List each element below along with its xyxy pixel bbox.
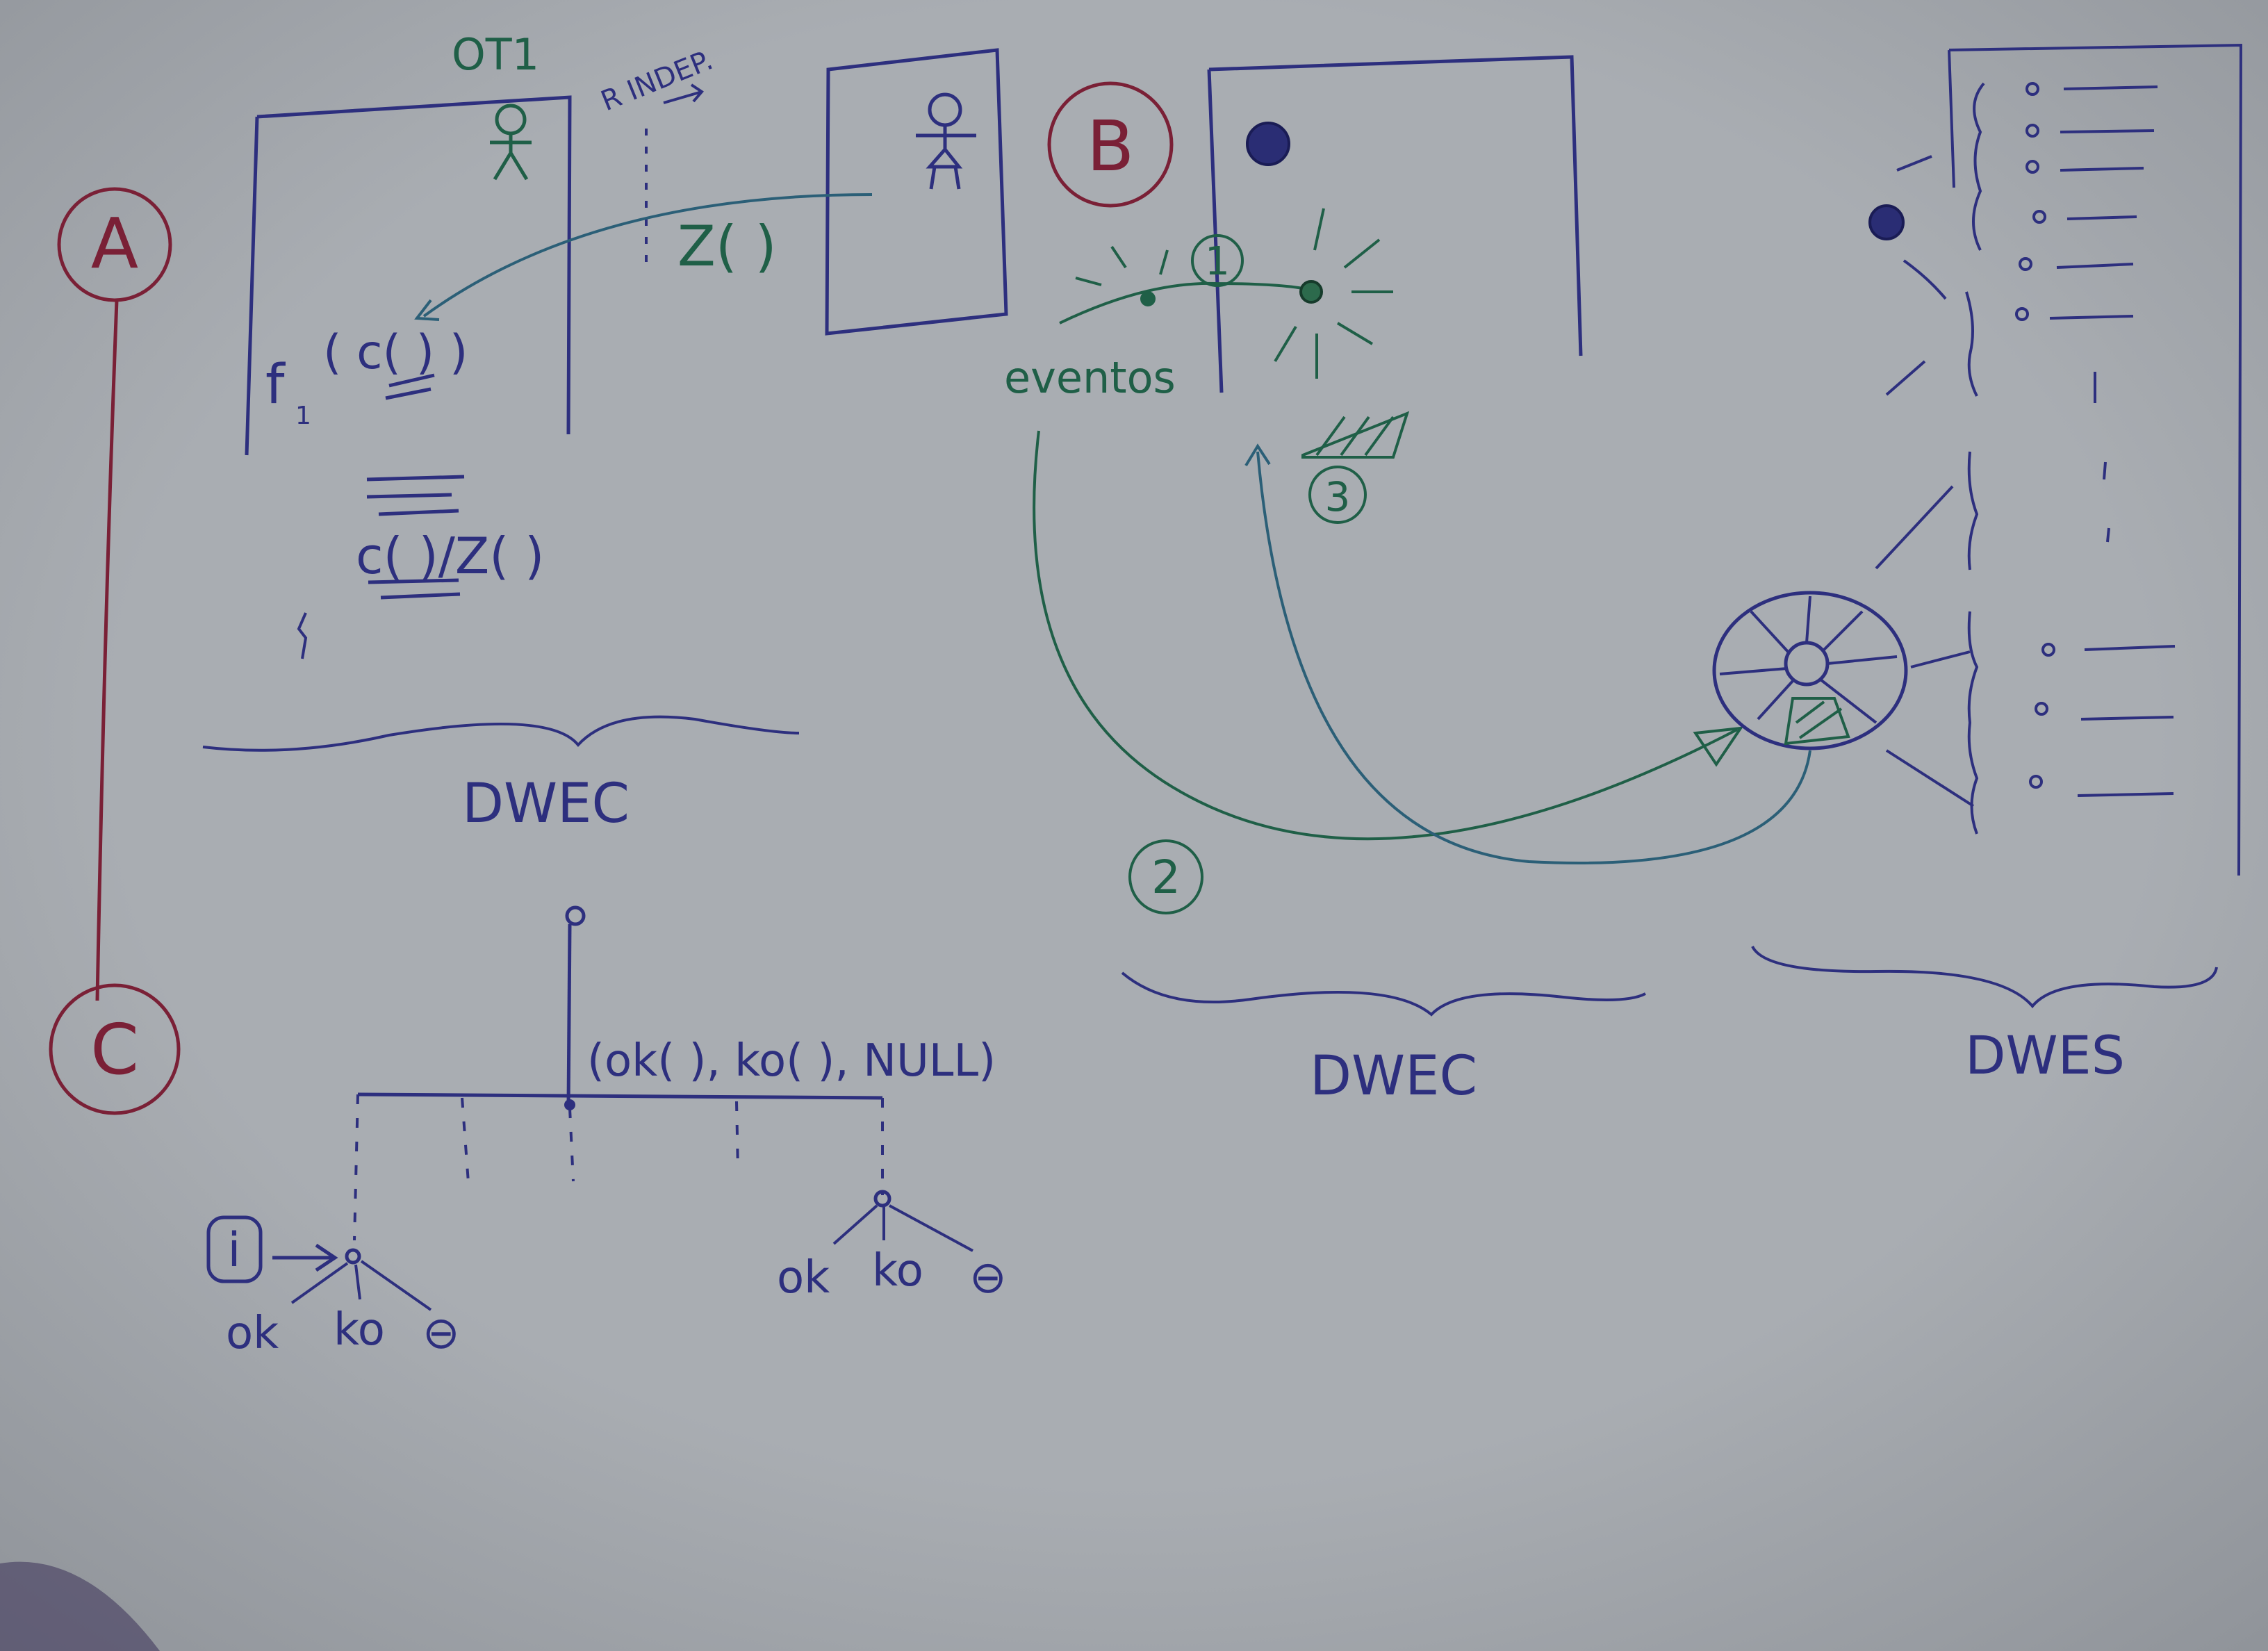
left-box: [245, 95, 572, 456]
brace-dwec-b-label: DWEC: [1310, 1045, 1477, 1108]
brace-dwes-label: DWES: [1965, 1024, 2125, 1086]
z-call-label: Z( ): [677, 214, 777, 279]
section-b: B 1 eventos 3 2: [1004, 43, 2243, 1108]
section-c: C (ok( ), ko( ), NULL) i ok ko ⊖ ok ko ⊖: [49, 905, 1007, 1359]
brace-dwec-b: [1121, 971, 1646, 1017]
step1-circle: [1191, 234, 1244, 287]
right-leaf-branches: [832, 1204, 973, 1252]
ot-label: OT1: [452, 29, 539, 80]
dwec-box: [1207, 55, 1583, 393]
shadow-corner: [0, 1561, 160, 1651]
step-i-label: i: [228, 1223, 241, 1278]
queue-list: [1875, 43, 2243, 876]
step2-circle: [1128, 839, 1203, 914]
right-ok-label: ok: [777, 1252, 830, 1304]
c-call-label: ( c( ) ): [323, 325, 468, 380]
step3-circle: [1308, 466, 1367, 524]
branch-center-node: [564, 1099, 575, 1110]
hatch-lines: [1315, 416, 1395, 457]
a-to-c-line: [95, 299, 119, 1001]
teal-arc-arrow: [1256, 451, 1811, 864]
brace-dwec-a-label: DWEC: [462, 773, 630, 835]
green-arrowhead: [1693, 726, 1744, 767]
brace-dwes: [1751, 946, 2218, 1009]
left-leaf-branches: [290, 1260, 432, 1311]
left-ko-label: ko: [334, 1304, 385, 1356]
event-burst-icon: [1075, 208, 1393, 379]
step-i-box: [206, 1215, 263, 1283]
brace-dwec-a: [202, 715, 800, 752]
cz-overline: [366, 475, 465, 516]
left-null-label: ⊖: [422, 1308, 460, 1359]
call-arrowhead: [414, 299, 440, 321]
teal-arrowhead: [1244, 443, 1271, 467]
tuple-label: (ok( ), ko( ), NULL): [587, 1035, 996, 1087]
right-ko-label: ko: [872, 1245, 923, 1297]
branch-bar: [357, 1092, 883, 1100]
hatch-box: [1301, 411, 1410, 459]
section-a-circle: [57, 187, 172, 302]
event-loop-wheel-icon: [1712, 591, 1908, 750]
f-subscript-label: 1: [295, 402, 311, 430]
section-a-label: A: [91, 203, 138, 284]
person-left-icon: [490, 104, 532, 181]
queue-node-icon: [1868, 204, 1905, 240]
c-call-underline: [385, 373, 435, 400]
indep-arrow: [663, 83, 704, 104]
call-arrow: [422, 193, 873, 318]
step1-label: 1: [1205, 239, 1230, 284]
right-null-label: ⊖: [969, 1252, 1007, 1304]
node-dark-icon: [1246, 122, 1290, 166]
section-b-circle: [1047, 81, 1174, 208]
eventos-label: eventos: [1004, 352, 1176, 403]
section-a: A OT1 R INDEP. Z( ) f 1 ( c( ) ) c( )/Z(…: [57, 29, 1008, 1001]
event-point-icon: [1140, 291, 1156, 306]
green-arc-arrow: [1033, 430, 1738, 841]
right-leaf-node: [873, 1190, 891, 1208]
cz-label: c( )/Z( ): [356, 527, 544, 585]
left-leaf-node: [345, 1248, 361, 1265]
cz-underline: [368, 578, 461, 600]
person-right-icon: [916, 92, 976, 190]
section-c-label: C: [90, 1009, 139, 1090]
right-box: [825, 48, 1008, 336]
left-ok-label: ok: [226, 1308, 279, 1359]
branch-dotted-lines: [353, 1094, 884, 1241]
step-i-arrow: [272, 1243, 338, 1272]
step3-label: 3: [1325, 473, 1351, 520]
event-target-icon: [1299, 280, 1323, 304]
section-b-label: B: [1087, 106, 1135, 187]
squiggle-mark: [297, 612, 308, 659]
root-node-icon: [565, 905, 586, 926]
section-c-circle: [49, 983, 181, 1115]
step2-label: 2: [1151, 851, 1181, 904]
f-call-label: f: [265, 354, 286, 416]
root-stem: [566, 923, 572, 1109]
